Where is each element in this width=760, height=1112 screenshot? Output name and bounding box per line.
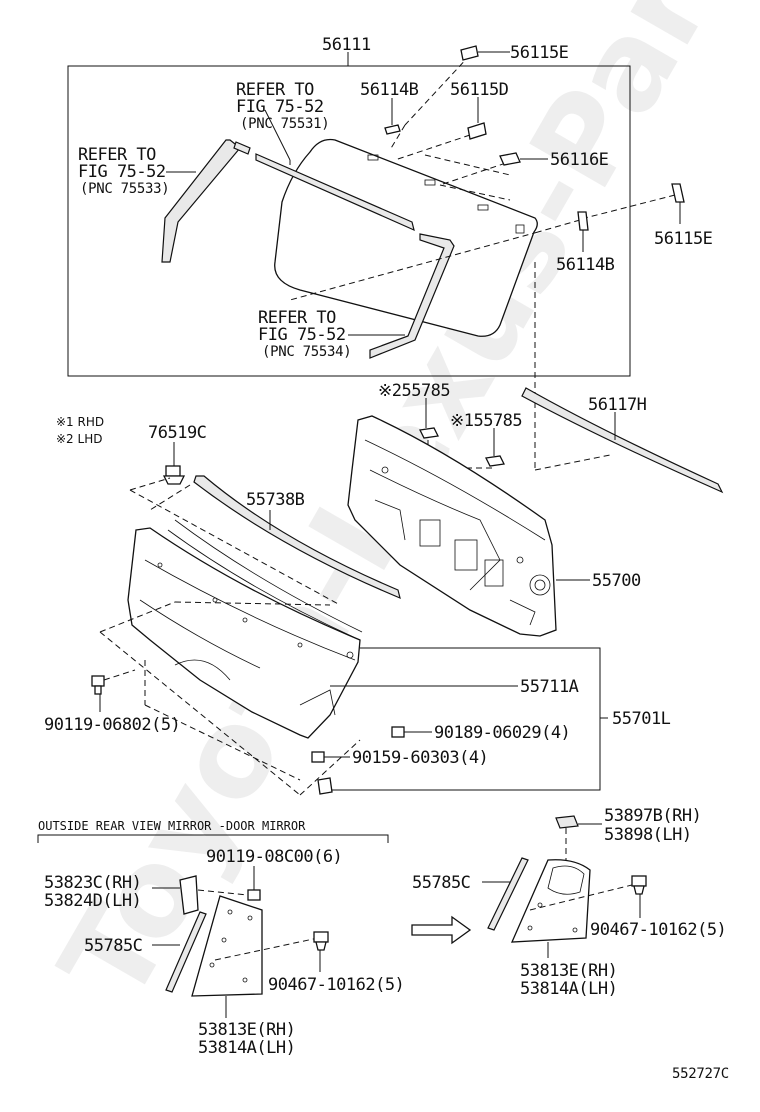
label-56111: 56111	[322, 35, 371, 55]
clip-76519C	[162, 442, 186, 485]
refer1-line1: REFER TO	[236, 80, 314, 100]
label-53814A-right: 53814A(LH)	[520, 979, 617, 999]
part-55785-rhd	[485, 455, 505, 467]
cover-53813E-right	[510, 859, 591, 943]
label-53814A-left: 53814A(LH)	[198, 1038, 295, 1058]
louver-details	[139, 519, 363, 716]
bracket-53823C	[179, 875, 249, 915]
label-90189-06029: 90189-06029(4)	[434, 723, 570, 743]
cowl-panel-details	[364, 439, 551, 626]
mirror-section-title: OUTSIDE REAR VIEW MIRROR -DOOR MIRROR	[38, 819, 306, 833]
refer3-line3: (PNC 75534)	[262, 344, 351, 360]
part-56115D	[467, 122, 487, 140]
glass-clips	[367, 154, 525, 234]
cowl-panel-55700	[347, 415, 557, 637]
label-55700: 55700	[592, 571, 641, 591]
clip-90467-10162-right	[631, 875, 647, 918]
label-53824D: 53824D(LH)	[44, 891, 141, 911]
refer1-line3: (PNC 75531)	[240, 116, 329, 132]
cover-right-dots	[527, 902, 578, 933]
bracket-box-55701L	[330, 647, 601, 791]
clip-90467-10162-left	[313, 931, 329, 972]
label-55785-rhd: ※155785	[450, 411, 522, 431]
arrow-icon	[411, 915, 472, 945]
label-55711A: 55711A	[520, 677, 579, 697]
refer1-line2: FIG 75-52	[236, 97, 324, 117]
label-55785-lhd: ※255785	[378, 381, 450, 401]
part-56115E-right	[671, 183, 685, 203]
label-53898: 53898(LH)	[604, 825, 692, 845]
label-90467-10162-right: 90467-10162(5)	[590, 920, 726, 940]
label-76519C: 76519C	[148, 423, 206, 443]
label-90119-08C00: 90119-08C00(6)	[206, 847, 342, 867]
label-56117H: 56117H	[588, 395, 647, 415]
cover-53813E-left	[191, 895, 263, 997]
diagram-id: 552727C	[672, 1066, 729, 1082]
label-56114B-right: 56114B	[556, 255, 615, 275]
molding-right-pillar	[369, 233, 455, 359]
cover-right-inner	[547, 865, 585, 895]
mirror-section-bracket	[37, 834, 389, 843]
label-56115E-right: 56115E	[654, 229, 713, 249]
refer2-line3: (PNC 75533)	[80, 181, 169, 197]
refer3-line1: REFER TO	[258, 308, 336, 328]
label-90159-60303: 90159-60303(4)	[352, 748, 488, 768]
part-56115E-top	[460, 45, 479, 61]
refer3-line2: FIG 75-52	[258, 325, 346, 345]
legend-rhd: ※1 RHD	[56, 415, 104, 429]
bolt-90119-06802	[91, 669, 136, 712]
label-55785C-left: 55785C	[84, 936, 142, 956]
part-53897B	[555, 815, 579, 829]
label-56115E-top: 56115E	[510, 43, 569, 63]
part-56114B-top	[384, 124, 401, 135]
part-55785-lhd	[419, 427, 439, 439]
label-53823C: 53823C(RH)	[44, 873, 141, 893]
molding-upper	[255, 153, 415, 232]
label-53813E-right: 53813E(RH)	[520, 961, 617, 981]
weatherstrip-56117H	[521, 387, 724, 494]
label-53897B: 53897B(RH)	[604, 806, 701, 826]
part-56116E	[499, 152, 521, 166]
seal-55785C-left	[165, 911, 207, 993]
molding-left-tip	[233, 141, 251, 155]
seal-55738B	[193, 475, 401, 600]
label-56114B-top: 56114B	[360, 80, 419, 100]
part-56114B-right	[577, 211, 589, 231]
seal-55785C-right	[487, 857, 529, 931]
label-55701L: 55701L	[612, 709, 671, 729]
label-53813E-left: 53813E(RH)	[198, 1020, 295, 1040]
legend-lhd: ※2 LHD	[56, 432, 102, 446]
cover-left-dots	[209, 909, 253, 983]
windshield-group-box	[67, 65, 631, 377]
nut-90189-06029	[391, 726, 432, 738]
refer2-line1: REFER TO	[78, 145, 156, 165]
label-56116E: 56116E	[550, 150, 609, 170]
label-56115D: 56115D	[450, 80, 509, 100]
bracket-nut	[317, 777, 333, 795]
label-55785C-right: 55785C	[412, 873, 470, 893]
refer2-line2: FIG 75-52	[78, 162, 166, 182]
label-90467-10162-left: 90467-10162(5)	[268, 975, 404, 995]
windshield-glass	[274, 138, 538, 337]
cowl-louver-55711A	[127, 527, 361, 739]
molding-left-pillar	[161, 139, 241, 263]
screw-90159-60303	[311, 751, 350, 763]
bolt-90119-08C00	[247, 889, 261, 901]
label-90119-06802: 90119-06802(5)	[44, 715, 180, 735]
label-55738B: 55738B	[246, 490, 305, 510]
